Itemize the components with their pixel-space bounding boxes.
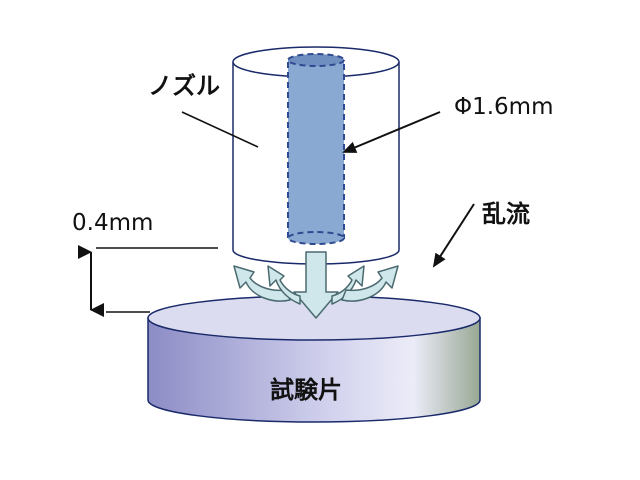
flow-arrow-curl-left-inner xyxy=(267,265,301,305)
nozzle-bore-bottom xyxy=(287,231,345,245)
nozzle-label: ノズル xyxy=(148,72,220,100)
flow-arrow-curl-left-outer xyxy=(233,265,291,302)
diameter-label: Φ1.6mm xyxy=(454,94,554,120)
nozzle-bore-top xyxy=(287,53,345,67)
flow-arrows xyxy=(233,251,399,319)
diameter-arrow xyxy=(342,111,441,153)
flow-arrow-down xyxy=(293,251,339,319)
flow-arrow-curl-right-outer xyxy=(341,265,399,302)
gap-dimension xyxy=(78,245,218,317)
nozzle-bore xyxy=(287,59,345,239)
turbulence-arrow xyxy=(432,203,475,268)
nozzle xyxy=(232,46,400,265)
specimen-side xyxy=(147,317,481,423)
callouts xyxy=(181,111,475,268)
gap-label: 0.4mm xyxy=(72,210,154,236)
specimen-label: 試験片 xyxy=(270,376,342,404)
nozzle-leader xyxy=(181,111,259,148)
turbulence-label: 乱流 xyxy=(482,200,530,228)
